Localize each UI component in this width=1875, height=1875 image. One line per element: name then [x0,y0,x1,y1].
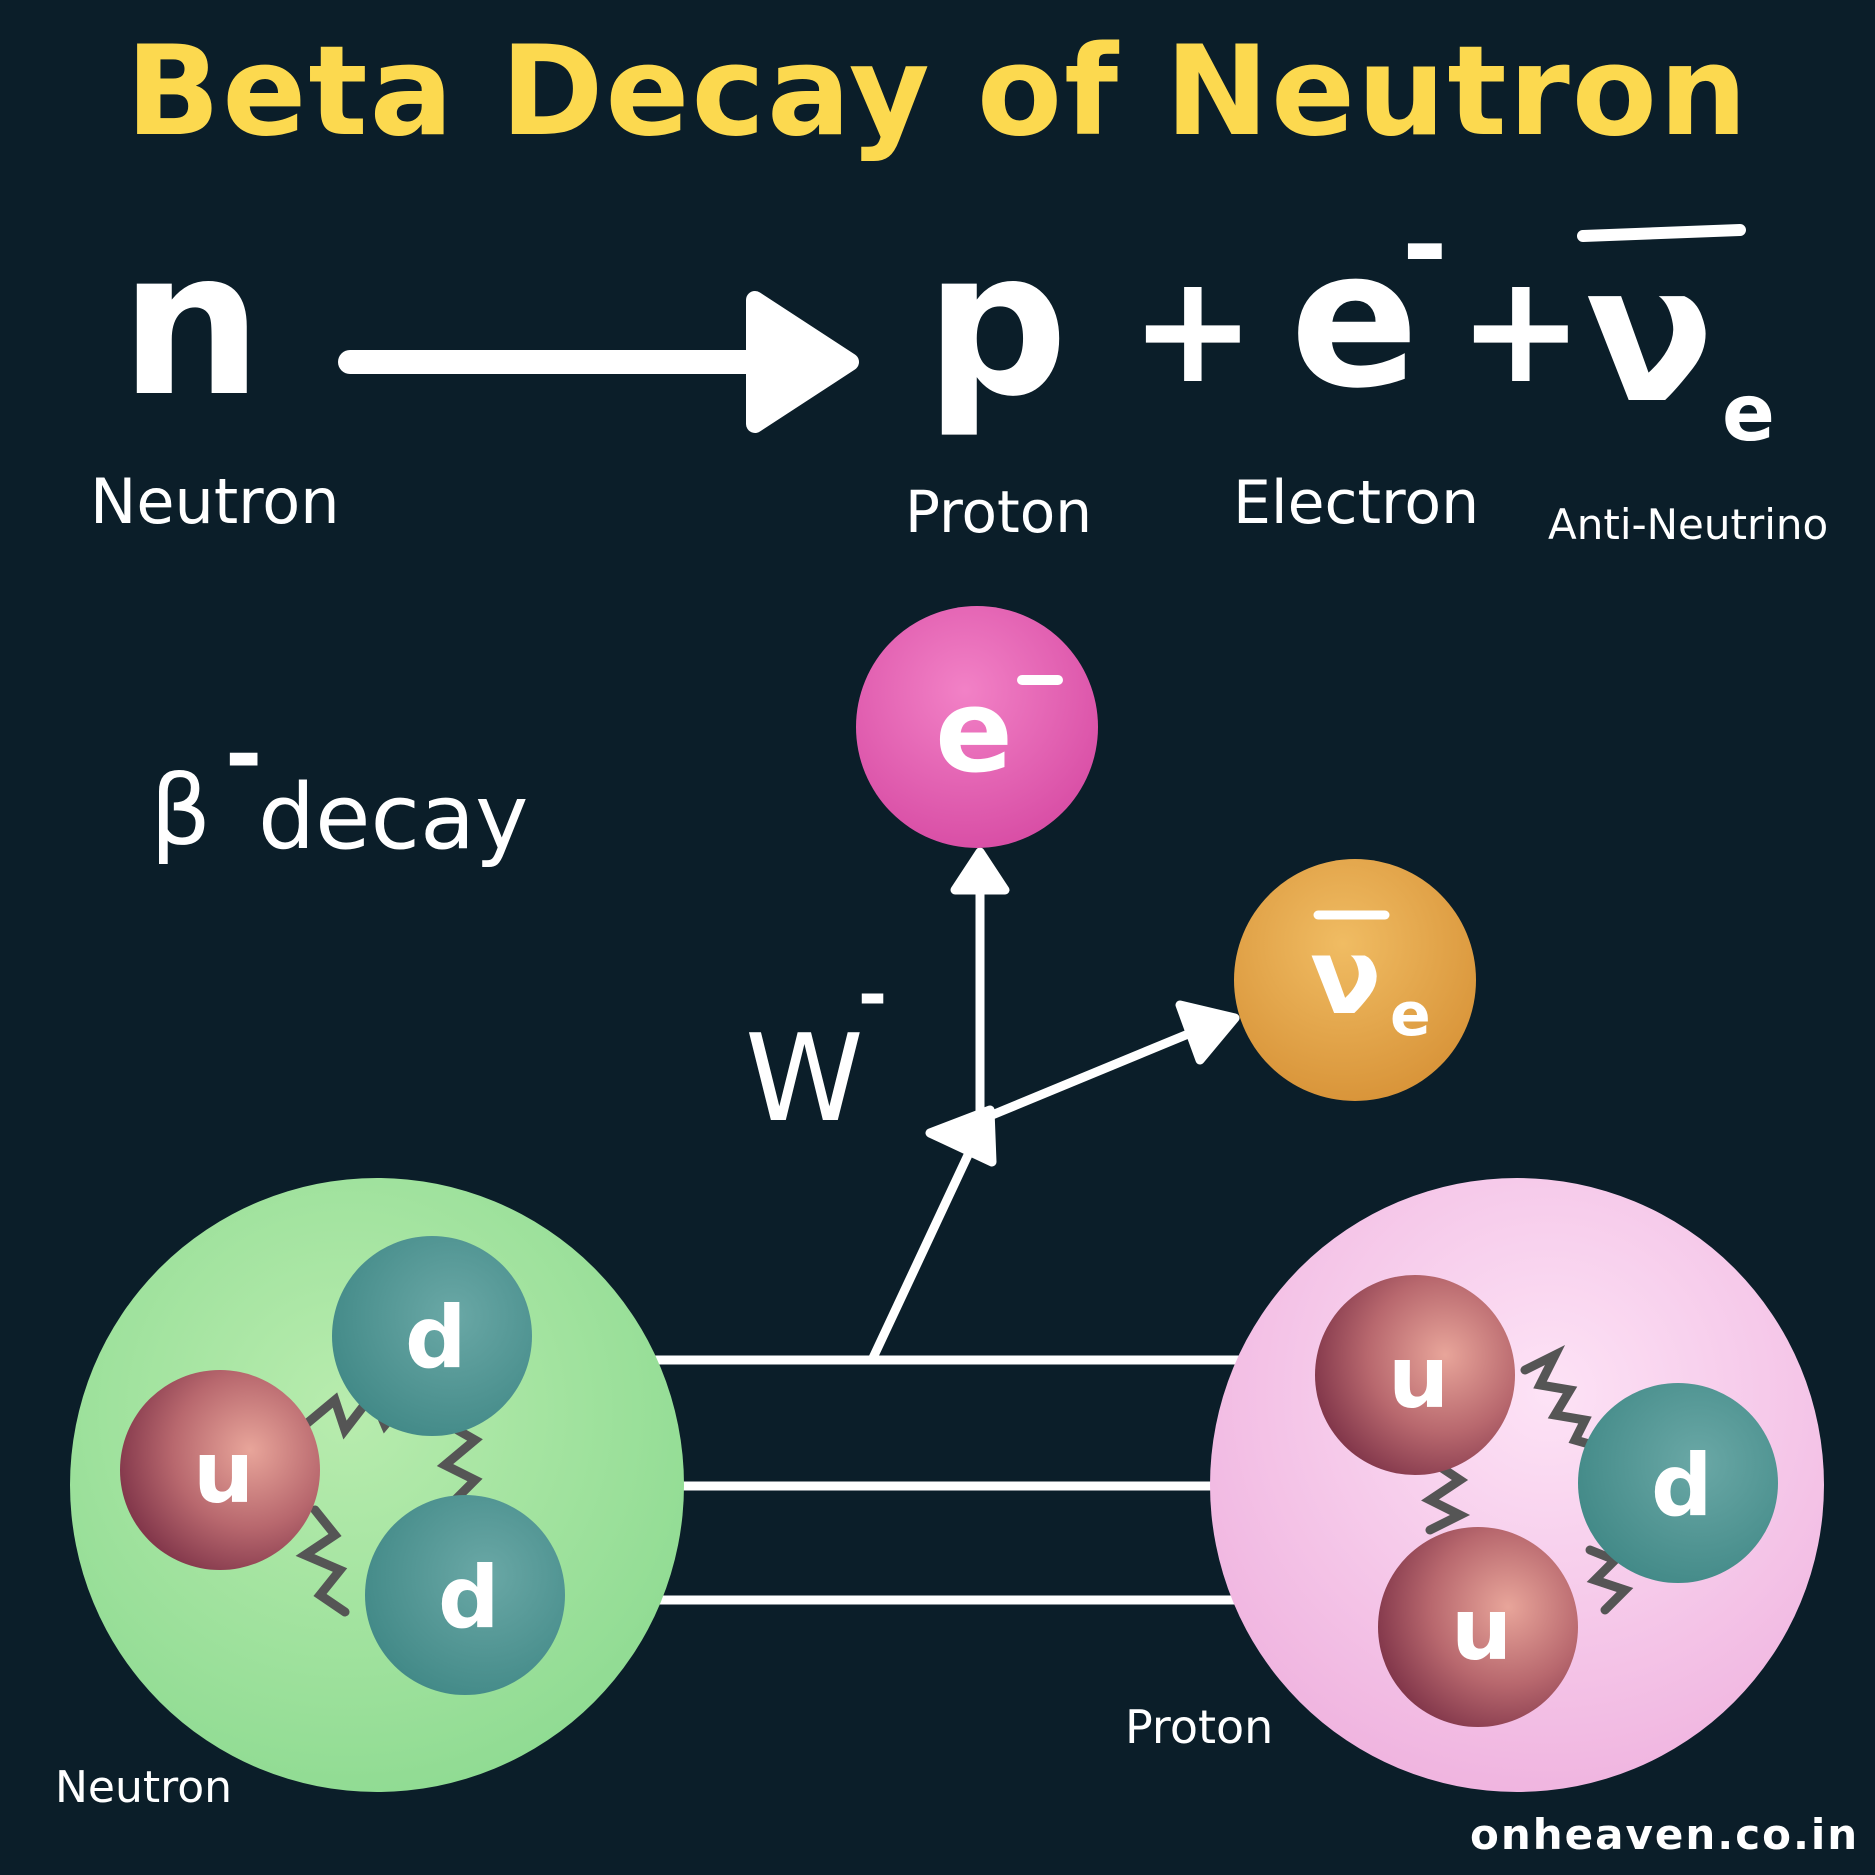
electron-charge: - [1402,181,1448,309]
neutron-quark-label: d [438,1548,500,1648]
plus-sign: + [1130,243,1256,417]
down-quark [332,1236,532,1436]
neutron-symbol: n [120,208,263,441]
antineutrino-label: Anti-Neutrino [1548,500,1829,549]
electron-label: Electron [1233,468,1480,538]
proton-quark-label: d [1651,1436,1713,1536]
beta-charge: - [225,702,263,807]
proton-quark-label: u [1451,1580,1513,1680]
antineutrino-ball-symbol: ν [1310,916,1382,1038]
w-boson-symbol: W [745,1010,864,1149]
antineutrino-symbol: ν [1585,224,1715,445]
antineutrino-ball-subscript: e [1390,980,1431,1050]
plus-sign: + [1458,243,1584,417]
antineutrino-overbar [1577,224,1746,242]
proton-quark-label: u [1388,1328,1450,1428]
w-boson-charge: - [858,954,888,1036]
down-quark [365,1495,565,1695]
proton-label: Proton [905,478,1092,546]
proton-symbol: p [925,208,1069,441]
neutron-quark-label: d [405,1288,467,1388]
up-quark [1315,1275,1515,1475]
neutron-label: Neutron [90,465,340,538]
reaction-arrow [338,291,859,433]
watermark: onheaven.co.in [1470,1810,1860,1859]
decay-label: decay [258,765,529,870]
w-boson-vertex [867,847,1240,1362]
proton-caption: Proton [1125,1700,1274,1754]
electron-ball [856,606,1098,848]
antineutrino-ball [1234,859,1476,1101]
electron-ball-symbol: e [935,665,1013,799]
neutron-caption: Neutron [55,1762,233,1813]
quark-lines [650,1355,1245,1605]
antineutrino-subscript: e [1722,369,1775,459]
electron-symbol: e [1290,209,1419,430]
up-quark [120,1370,320,1570]
page-title: Beta Decay of Neutron [125,20,1750,164]
neutron-quark-label: u [193,1423,255,1523]
down-quark [1578,1383,1778,1583]
up-quark [1378,1527,1578,1727]
beta-symbol: β [150,755,212,867]
